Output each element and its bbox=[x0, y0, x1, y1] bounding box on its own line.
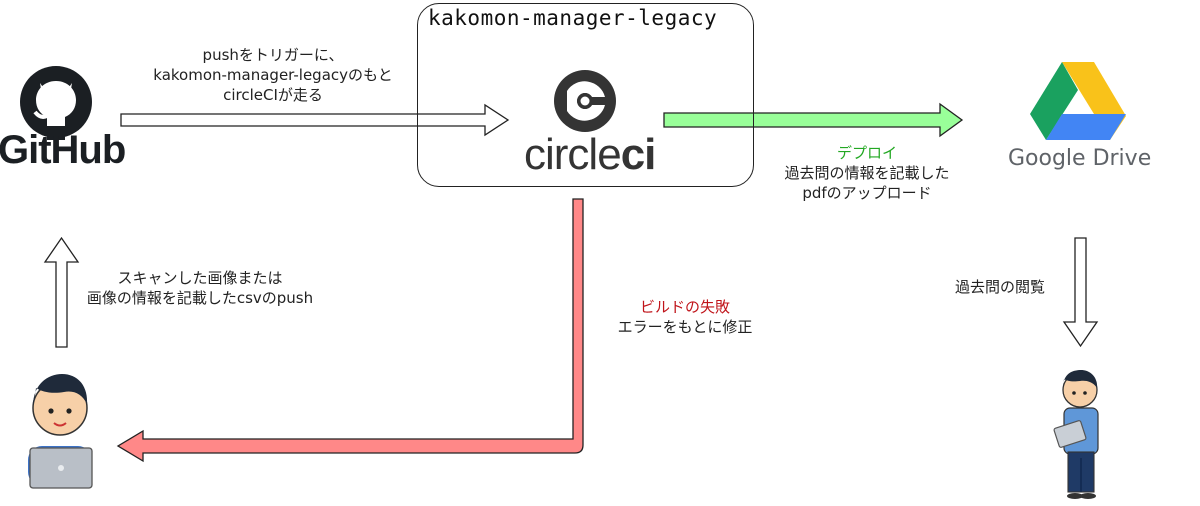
github-logo-text: GitHub bbox=[0, 128, 126, 172]
deploy-label: デプロイ 過去問の情報を記載した pdfのアップロード bbox=[762, 143, 972, 203]
deploy-line1: 過去問の情報を記載した bbox=[784, 164, 950, 182]
google-drive-logo-text: Google Drive bbox=[1008, 146, 1152, 171]
container-title: kakomon-manager-legacy bbox=[428, 6, 718, 30]
upload-label: スキャンした画像または 画像の情報を記載したcsvのpush bbox=[70, 268, 330, 308]
push-trigger-label: pushをトリガーに、 kakomon-manager-legacyのもと ci… bbox=[118, 45, 428, 105]
google-drive-icon bbox=[1030, 62, 1126, 140]
viewer-person-icon bbox=[1053, 370, 1099, 499]
circleci-logo-text-plain: circle bbox=[524, 130, 622, 179]
fail-arrow bbox=[116, 198, 584, 463]
push-trigger-line1: pushをトリガーに、 bbox=[202, 46, 344, 64]
circleci-logo-text: circleci bbox=[524, 130, 657, 180]
circleci-container-box bbox=[417, 3, 754, 187]
push-arrow bbox=[120, 103, 510, 137]
deploy-title: デプロイ bbox=[836, 144, 897, 162]
upload-line1: スキャンした画像または bbox=[117, 269, 283, 287]
upload-line2: 画像の情報を記載したcsvのpush bbox=[86, 289, 314, 307]
deploy-line2: pdfのアップロード bbox=[802, 184, 932, 202]
developer-person-icon bbox=[28, 374, 93, 489]
circleci-logo-icon bbox=[554, 70, 616, 132]
push-trigger-line2: kakomon-manager-legacyのもと bbox=[153, 66, 393, 84]
browse-arrow bbox=[1062, 237, 1099, 348]
build-fail-title: ビルドの失敗 bbox=[639, 298, 730, 316]
github-octocat-icon bbox=[20, 66, 92, 140]
circleci-logo-text-bold: ci bbox=[620, 130, 657, 179]
upload-arrow bbox=[43, 236, 80, 348]
build-fail-label: ビルドの失敗 エラーをもとに修正 bbox=[590, 297, 780, 337]
build-fail-line1: エラーをもとに修正 bbox=[617, 318, 753, 336]
push-trigger-line3: circleCIが走る bbox=[223, 86, 323, 104]
browse-label: 過去問の閲覧 bbox=[954, 278, 1045, 296]
deploy-arrow bbox=[663, 102, 964, 138]
